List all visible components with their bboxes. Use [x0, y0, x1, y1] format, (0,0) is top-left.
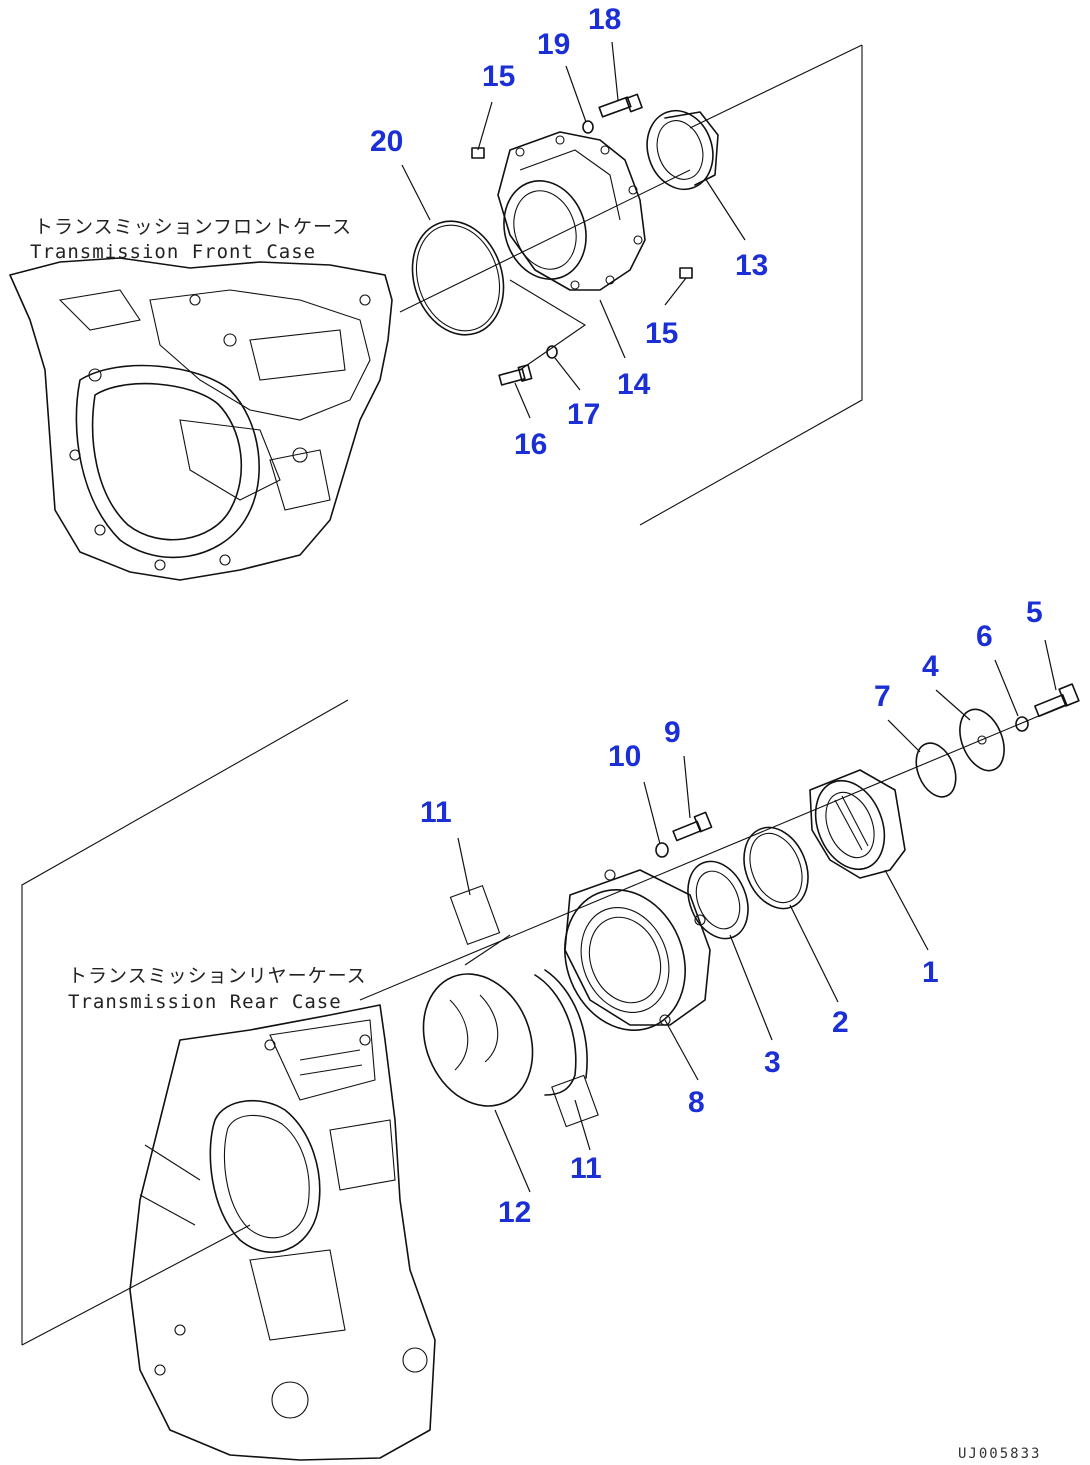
part-10-washer — [655, 842, 669, 858]
callout-2: 2 — [832, 1006, 849, 1039]
part-16-bolt — [498, 364, 533, 386]
part-1-coupling — [809, 769, 906, 879]
lower-boundary-left — [21, 699, 349, 1345]
callout-19: 19 — [537, 28, 570, 61]
part-9-bolt — [672, 811, 713, 842]
lower-leaders — [457, 639, 1057, 1193]
upper-leaders — [401, 41, 746, 419]
part-11-shims — [449, 884, 599, 1128]
part-5-bolt — [1034, 683, 1080, 718]
lower-axis — [359, 704, 1066, 1001]
callout-7: 7 — [874, 680, 891, 713]
lower-boundary-bottom — [21, 1224, 251, 1346]
lower-assembly: トランスミッションリヤーケース Transmission Rear Case 1… — [21, 596, 1080, 1461]
upper-axis-top — [689, 44, 863, 129]
part-18-bolt — [598, 93, 643, 118]
callout-20: 20 — [370, 125, 403, 158]
callout-16: 16 — [514, 428, 547, 461]
part-8-retainer — [564, 869, 711, 1032]
callout-11-upper: 11 — [420, 796, 452, 829]
drawing-code: UJ005833 — [958, 1446, 1041, 1462]
front-case-label-jp: トランスミッションフロントケース — [34, 216, 352, 238]
callout-5: 5 — [1026, 596, 1043, 629]
callout-13: 13 — [735, 249, 768, 282]
callout-17: 17 — [567, 398, 600, 431]
upper-boundary-right — [639, 45, 863, 526]
part-7-o-ring — [915, 742, 957, 798]
callout-3: 3 — [764, 1046, 781, 1079]
upper-assembly: トランスミッションフロントケース Transmission Front Case… — [9, 3, 863, 581]
transmission-rear-case — [129, 1004, 436, 1461]
callout-15-upper: 15 — [482, 60, 515, 93]
front-case-label-en: Transmission Front Case — [30, 241, 316, 263]
callout-4: 4 — [922, 650, 939, 683]
transmission-front-case — [9, 257, 393, 581]
callout-6: 6 — [976, 620, 993, 653]
part-3-bearing — [687, 860, 749, 940]
part-14-cover — [497, 131, 646, 291]
callout-11-lower: 11 — [570, 1152, 602, 1185]
callout-10: 10 — [608, 740, 641, 773]
part-13-seal — [646, 109, 719, 191]
callout-9: 9 — [664, 716, 681, 749]
part-6-washer — [1015, 716, 1029, 732]
part-4-plate — [959, 708, 1005, 772]
part-15-plug-lower — [679, 267, 693, 279]
callout-8: 8 — [688, 1086, 705, 1119]
callout-18: 18 — [588, 3, 621, 36]
part-17-washer — [546, 345, 558, 359]
callout-12: 12 — [498, 1196, 531, 1229]
part-20-o-ring — [411, 220, 505, 336]
part-2-seal — [743, 826, 809, 910]
rear-case-label-en: Transmission Rear Case — [68, 991, 342, 1013]
callout-14: 14 — [617, 368, 651, 401]
part-19-washer — [582, 120, 594, 134]
callout-1: 1 — [922, 956, 939, 989]
rear-case-label-jp: トランスミッションリヤーケース — [68, 965, 367, 987]
upper-axis-center — [399, 169, 691, 313]
part-12-cover-plate — [422, 973, 534, 1107]
callout-15-lower: 15 — [645, 317, 678, 350]
